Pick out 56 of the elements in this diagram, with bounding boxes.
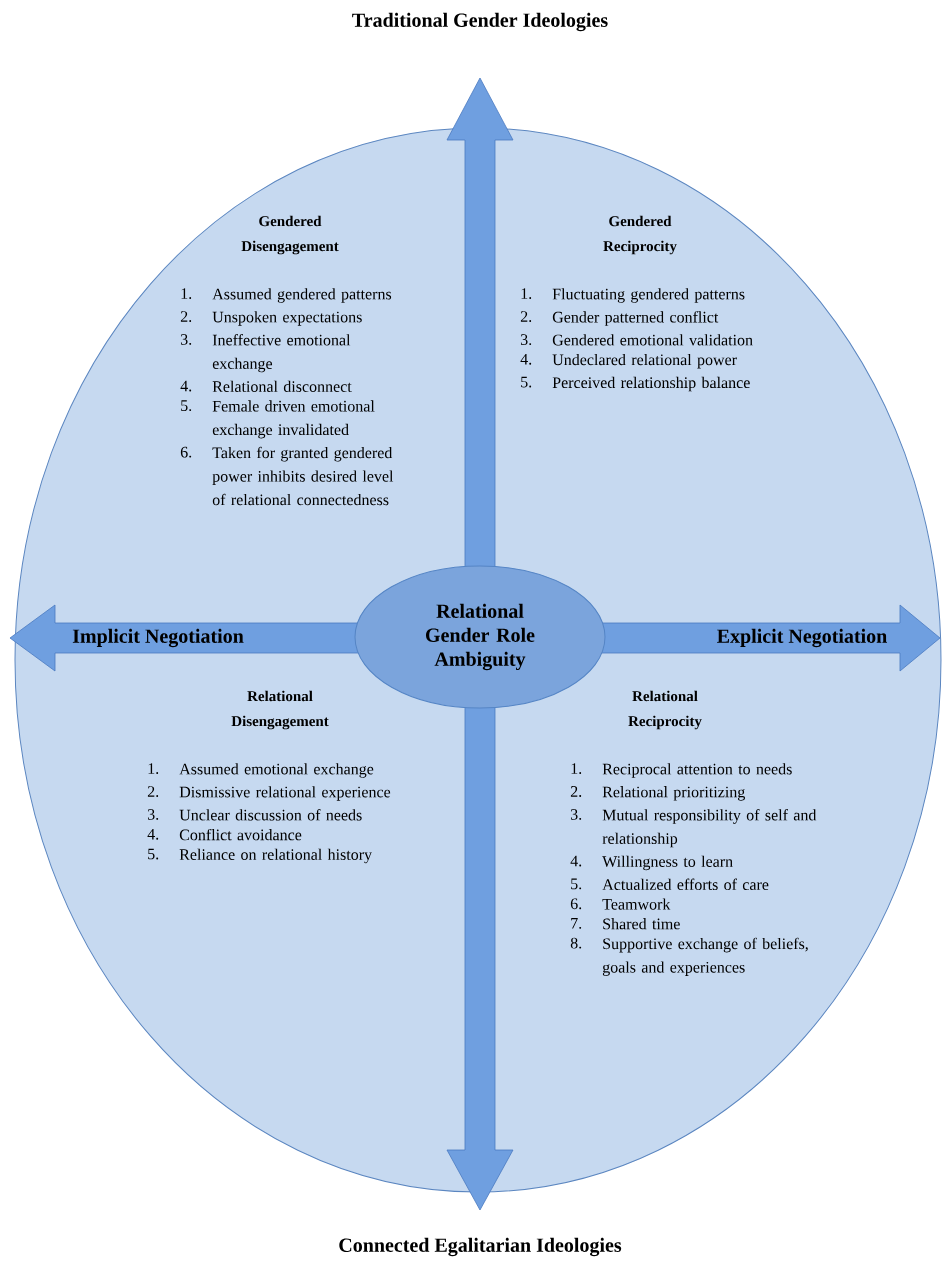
list-number: 3. [520, 334, 532, 346]
list-item: Reliance on relational history [179, 848, 372, 864]
list-number: 3. [570, 809, 582, 820]
list-item: Mutual responsibility of self and relationship [602, 809, 817, 848]
list-number: 4. [520, 353, 532, 365]
list-number: 6. [570, 898, 582, 910]
list-item: Unclear discussion of needs [179, 809, 362, 821]
list-number: 1. [521, 288, 532, 299]
list-item: Taken for granted gendered power inhibits desired level of relational connectedness [212, 446, 394, 506]
list-number: 5. [181, 400, 192, 412]
list-item: Dismissive relational experience [179, 786, 391, 801]
list-number: 8. [570, 937, 582, 949]
list-number: 1. [148, 763, 159, 774]
list-item: Fluctuating gendered patterns [552, 288, 745, 303]
list-item: Gendered emotional validation [552, 334, 753, 346]
list-item: Conflict avoidance [179, 828, 302, 841]
list-number: 1. [571, 763, 582, 774]
list-number: 2. [180, 311, 192, 322]
list-number: 1. [181, 288, 192, 299]
list-number: 4. [180, 380, 192, 392]
list-item: Gender patterned conflict [552, 311, 719, 326]
list-item: Assumed gendered patterns [212, 288, 392, 303]
quadrant-heading: Relational Reciprocity [628, 690, 702, 730]
list-number: 4. [570, 855, 582, 867]
list-item: Willingness to learn [602, 855, 733, 871]
list-item: Relational disconnect [212, 380, 352, 392]
list-item: Shared time [603, 918, 680, 930]
list-item: Unspoken expectations [212, 311, 362, 326]
axis-title: Connected Egalitarian Ideologies [339, 1237, 622, 1257]
axis-label: Explicit Negotiation [717, 628, 887, 648]
list-item: Female driven emotional exchange invalidated [212, 400, 375, 439]
list-number: 5. [521, 376, 532, 388]
list-item: Teamwork [602, 898, 671, 910]
list-number: 2. [570, 786, 582, 797]
quadrant-heading: Gendered Disengagement [241, 215, 339, 255]
list-item: Perceived relationship balance [552, 376, 750, 392]
axis-label: Implicit Negotiation [72, 628, 244, 648]
list-number: 2. [520, 311, 532, 322]
list-number: 5. [571, 878, 582, 890]
list-number: 6. [180, 446, 192, 458]
list-number: 4. [147, 828, 159, 840]
axis-title: Traditional Gender Ideologies [352, 12, 608, 32]
list-number: 7. [571, 918, 582, 929]
list-number: 2. [147, 786, 159, 797]
list-item: Undeclared relational power [552, 353, 737, 369]
list-item: Reciprocal attention to needs [602, 763, 792, 778]
list-item: Actualized efforts of care [602, 878, 769, 890]
list-item: Supportive exchange of beliefs, goals and experiences [602, 937, 808, 976]
list-number: 5. [148, 848, 159, 860]
quadrant-heading: Relational Disengagement [231, 690, 329, 730]
list-number: 3. [147, 809, 159, 820]
list-item: Ineffective emotional exchange [212, 334, 351, 373]
quadrant-heading: Gendered Reciprocity [603, 215, 677, 255]
list-item: Relational prioritizing [602, 786, 745, 801]
list-number: 3. [180, 334, 192, 345]
list-item: Assumed emotional exchange [179, 763, 374, 778]
